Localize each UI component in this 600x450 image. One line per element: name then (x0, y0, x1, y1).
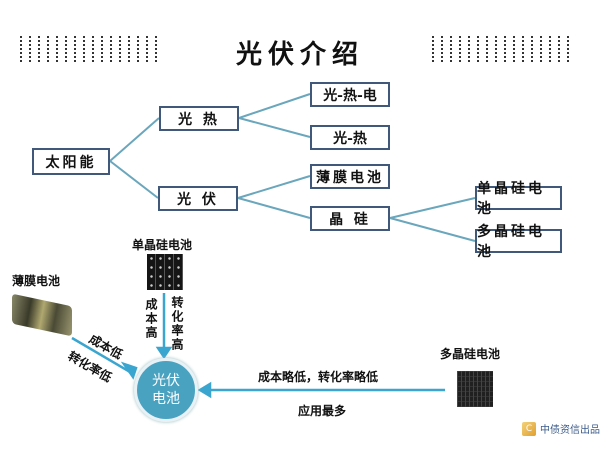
node-photovoltaic: 光 伏 (158, 186, 238, 211)
mono-efficiency-note: 转化率高 (170, 296, 184, 352)
pv-cell-circle: 光伏 电池 (134, 358, 198, 422)
pv-cell-line1: 光伏 (152, 373, 180, 389)
page-title: 光伏介绍 (235, 40, 364, 70)
connector-guangre-gre (238, 93, 311, 119)
poly-usage-note: 应用最多 (298, 404, 347, 418)
node-thin-film-cell: 薄膜电池 (310, 164, 390, 189)
mono-cost-note: 成本高 (144, 298, 158, 340)
arrow-film-to-cell (71, 336, 131, 374)
poly-cell-label: 多晶硅电池 (440, 347, 501, 361)
mono-cell-label: 单晶硅电池 (132, 238, 193, 252)
node-solar-energy: 太阳能 (32, 148, 110, 175)
node-light-heat: 光-热 (310, 125, 390, 150)
connector-root-guangre (109, 117, 160, 162)
pv-cell-line2: 电池 (152, 391, 180, 407)
node-light-heat-power: 光-热-电 (310, 82, 390, 107)
connector-guangre-re (238, 117, 311, 138)
thin-film-cell-label: 薄膜电池 (12, 274, 61, 288)
arrowhead-mono (155, 346, 173, 360)
connector-si-mono (389, 197, 476, 219)
arrowhead-film (120, 361, 138, 380)
arrowhead-poly (197, 381, 212, 399)
node-crystalline-silicon: 晶 硅 (310, 206, 390, 231)
watermark-logo: C 中债资信出品 (522, 421, 600, 436)
mono-solar-panel-image (147, 254, 183, 290)
connector-guangfu-si (237, 197, 311, 219)
node-mono-si-cell: 单晶硅电池 (475, 181, 562, 217)
connector-guangfu-film (237, 175, 311, 199)
node-poly-si-cell: 多晶硅电池 (475, 224, 562, 260)
connector-si-poly (389, 217, 476, 242)
decorative-dots-left (20, 36, 157, 64)
watermark-text: 中债资信出品 (540, 425, 600, 436)
node-photothermal: 光 热 (159, 106, 239, 131)
decorative-dots-right (432, 36, 569, 64)
poly-cost-efficiency-note: 成本略低，转化率略低 (258, 370, 379, 384)
logo-icon: C (522, 421, 536, 436)
connector-root-guangfu (109, 160, 159, 199)
poly-solar-panel-image (457, 371, 493, 407)
